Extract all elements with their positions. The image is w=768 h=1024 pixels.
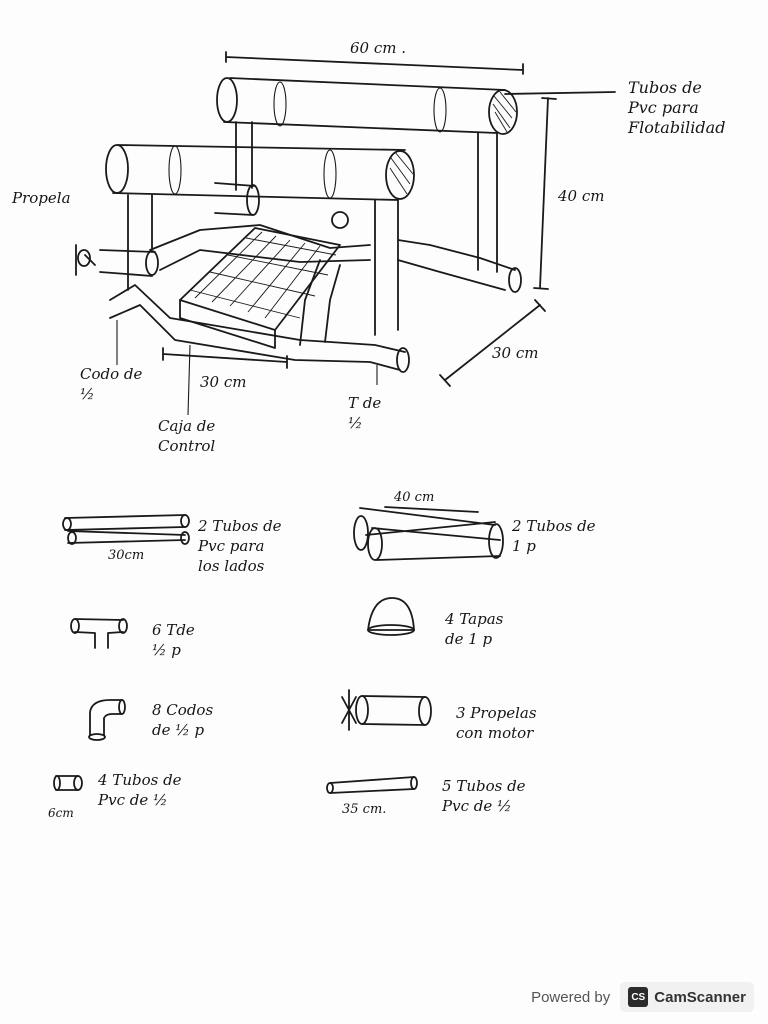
top-dimension-label: 60 cm .	[350, 39, 407, 57]
part-propeller	[341, 689, 432, 731]
part-caps-label: 4 Tapas de 1 p	[445, 610, 504, 648]
propeller-icon	[77, 249, 91, 267]
part-long-tubes-label: 5 Tubos de Pvc de ½	[442, 777, 526, 815]
part-side-tubes-dim: 30cm	[108, 548, 145, 563]
part-elbows-label: 8 Codos de ½ p	[152, 701, 214, 739]
bottom-dimension-label: 30 cm	[200, 373, 247, 391]
scanner-watermark: Powered by CS CamScanner	[531, 982, 754, 1012]
part-elbow	[88, 699, 126, 741]
flotation-tubes-label: Tubos de Pvc para Flotabilidad	[628, 78, 726, 137]
back-float-tube	[216, 77, 518, 135]
control-box	[179, 227, 341, 349]
part-tees-label: 6 Tde ½ p	[152, 621, 195, 659]
part-short-tube	[53, 775, 83, 791]
tee-label: T de ½	[348, 394, 382, 432]
part-cap	[367, 597, 415, 636]
elbow-label: Codo de ½	[80, 365, 143, 403]
part-short-tubes-dim: 6cm	[48, 806, 74, 820]
part-float-tubes	[353, 506, 504, 561]
camscanner-badge: CS CamScanner	[620, 982, 754, 1012]
camscanner-brand: CamScanner	[654, 988, 746, 1006]
height-dimension-label: 40 cm	[558, 187, 605, 205]
part-propellers-label: 3 Propelas con motor	[456, 704, 537, 742]
part-long-tubes-dim: 35 cm.	[342, 802, 387, 817]
front-float-tube	[105, 144, 415, 201]
part-tee	[70, 618, 128, 649]
camscanner-logo-icon: CS	[628, 987, 649, 1007]
part-side-tubes-label: 2 Tubos de Pvc para los lados	[198, 517, 282, 575]
powered-by-text: Powered by	[531, 988, 611, 1006]
part-side-tubes	[62, 514, 190, 545]
control-box-label: Caja de Control	[158, 417, 216, 455]
depth-dimension-label: 30 cm	[492, 344, 539, 362]
part-float-tubes-label: 2 Tubos de 1 p	[512, 517, 596, 555]
propeller-label: Propela	[12, 189, 71, 207]
part-long-tube	[326, 776, 418, 794]
part-short-tubes-label: 4 Tubos de Pvc de ½	[98, 771, 182, 809]
part-float-tubes-dim: 40 cm	[394, 490, 435, 505]
